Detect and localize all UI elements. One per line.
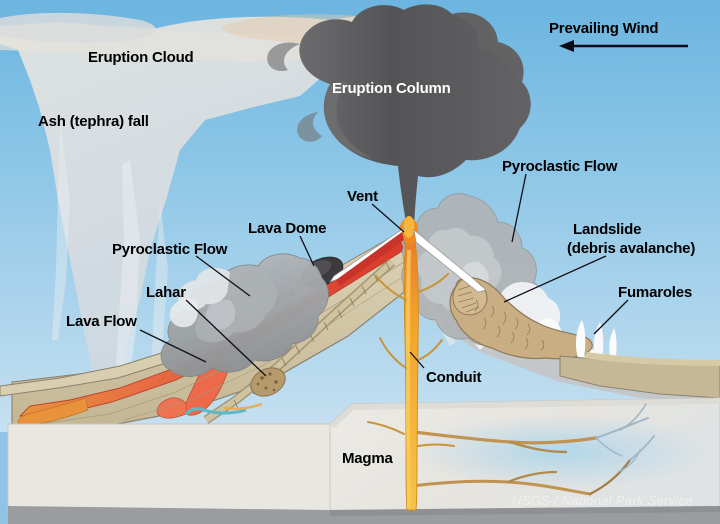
label-debris_avalanche: (debris avalanche) xyxy=(567,240,696,257)
landslide-debris-avalanche xyxy=(449,276,617,360)
eastern-ground-surface xyxy=(559,352,720,399)
leader-lines xyxy=(139,173,629,377)
label-vent: Vent xyxy=(347,188,378,205)
vent xyxy=(328,226,487,293)
label-ash_tephra_fall: Ash (tephra) fall xyxy=(38,113,149,130)
credit-line: USGS / National Park Service xyxy=(512,493,694,508)
eruption-column xyxy=(267,4,531,243)
pyroclastic-flow-left xyxy=(160,253,329,377)
label-lava_flow: Lava Flow xyxy=(66,313,137,330)
label-prevailing_wind: Prevailing Wind xyxy=(549,20,659,37)
label-conduit: Conduit xyxy=(426,369,482,386)
label-fumaroles: Fumaroles xyxy=(618,284,693,301)
label-pyroclastic_right: Pyroclastic Flow xyxy=(502,158,618,175)
conduit-and-magma xyxy=(367,216,455,511)
label-lahar: Lahar xyxy=(146,284,186,301)
subsurface-cross-section xyxy=(7,397,720,524)
label-lava_dome: Lava Dome xyxy=(248,220,327,237)
label-pyroclastic_left: Pyroclastic Flow xyxy=(112,241,228,258)
label-eruption_cloud: Eruption Cloud xyxy=(88,49,194,66)
lahar-channel xyxy=(184,258,396,424)
label-landslide: Landslide xyxy=(573,221,642,238)
label-magma: Magma xyxy=(342,450,393,467)
label-eruption_column: Eruption Column xyxy=(332,80,451,97)
